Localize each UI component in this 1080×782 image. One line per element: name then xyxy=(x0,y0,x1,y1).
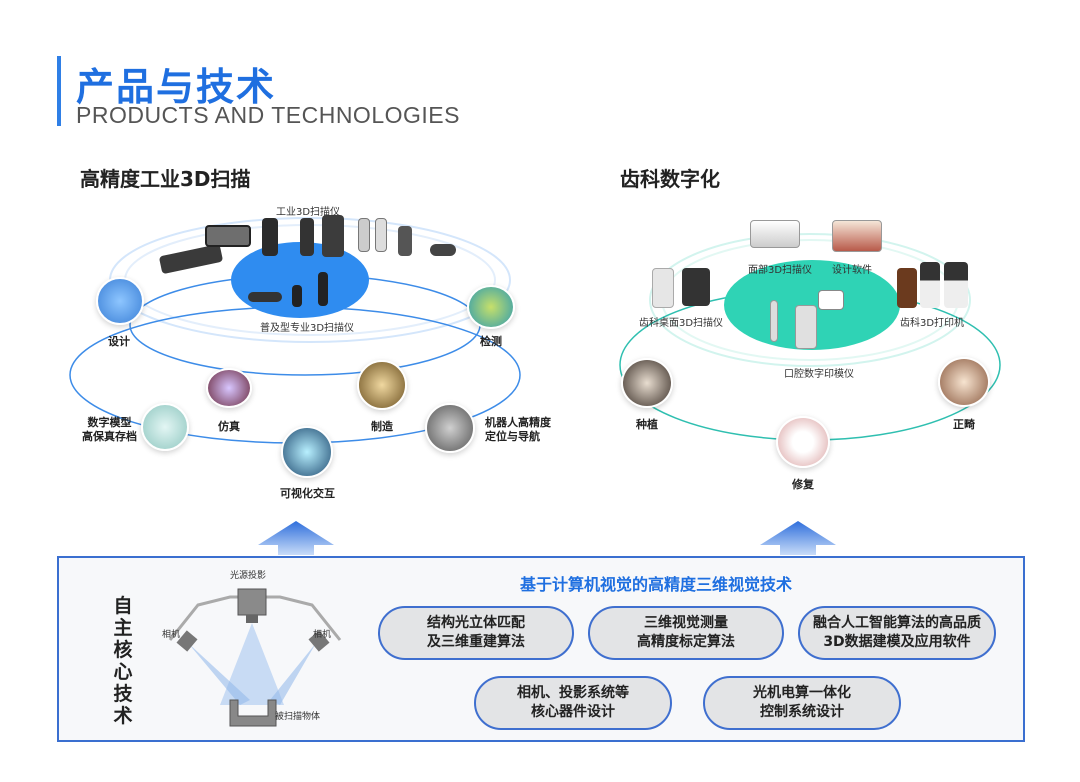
scanner-image xyxy=(292,285,302,307)
design-label: 设计 xyxy=(108,335,130,348)
digital-model-label: 数字模型高保真存档 xyxy=(82,416,137,443)
scanner-image xyxy=(248,292,282,302)
scanned-object-label: 被扫描物体 xyxy=(275,712,321,722)
scanner-image xyxy=(205,225,251,247)
structured-light-diagram xyxy=(168,588,342,727)
design-software-image xyxy=(832,220,882,252)
digital-model-image xyxy=(141,403,189,451)
page-title: 产品与技术 xyxy=(76,65,277,109)
intraoral-image xyxy=(795,305,817,349)
face-scanner-image xyxy=(750,220,800,248)
manufacture-image xyxy=(357,360,407,410)
desktop-scanner-label: 齿科桌面3D扫描仪 xyxy=(639,318,724,329)
printer-image xyxy=(920,262,940,308)
scanner-image xyxy=(262,218,278,256)
inspect-image xyxy=(467,285,515,329)
tech-pill-core-components: 相机、投影系统等核心器件设计 xyxy=(474,676,672,730)
restore-label: 修复 xyxy=(792,478,814,491)
robot-label: 机器人高精度定位与导航 xyxy=(485,416,551,443)
scanner-image xyxy=(318,272,328,306)
camera-left-label: 相机 xyxy=(162,630,181,640)
implant-image xyxy=(621,358,673,408)
right-section-title: 齿科数字化 xyxy=(620,167,720,191)
ortho-image xyxy=(938,357,990,407)
simulate-image xyxy=(206,368,252,408)
intraoral-image xyxy=(818,290,844,310)
ortho-label: 正畸 xyxy=(953,418,975,431)
right-up-arrow xyxy=(760,521,836,555)
implant-label: 种植 xyxy=(636,418,658,431)
entry-scanner-label: 普及型专业3D扫描仪 xyxy=(260,323,355,334)
scanner-image xyxy=(375,218,387,252)
title-accent-bar xyxy=(57,56,61,126)
printer-image xyxy=(897,268,917,308)
left-up-arrow xyxy=(258,521,334,555)
core-tech-heading: 基于计算机视觉的高精度三维视觉技术 xyxy=(520,575,793,594)
industrial-scanner-label: 工业3D扫描仪 xyxy=(276,207,341,218)
intraoral-image xyxy=(770,300,778,342)
camera-right-label: 相机 xyxy=(313,630,332,640)
face-scanner-label: 面部3D扫描仪 xyxy=(748,265,813,276)
desktop-scanner-image xyxy=(652,268,674,308)
tech-pill-control-system: 光机电算一体化控制系统设计 xyxy=(703,676,901,730)
visual-image xyxy=(281,426,333,478)
tech-pill-calibration: 三维视觉测量高精度标定算法 xyxy=(588,606,784,660)
simulate-label: 仿真 xyxy=(218,420,240,433)
inspect-label: 检测 xyxy=(480,335,502,348)
design-image xyxy=(96,277,144,325)
scanner-image xyxy=(430,244,456,256)
printer-label: 齿科3D打印机 xyxy=(900,318,965,329)
manufacture-label: 制造 xyxy=(371,420,393,433)
desktop-scanner-image xyxy=(682,268,710,306)
visual-label: 可视化交互 xyxy=(280,487,335,500)
left-section-title: 高精度工业3D扫描 xyxy=(80,167,251,191)
page-subtitle: PRODUCTS AND TECHNOLOGIES xyxy=(76,102,460,128)
scanner-image xyxy=(300,218,314,256)
printer-image xyxy=(944,262,968,308)
scanner-image xyxy=(398,226,412,256)
scanner-image xyxy=(322,215,344,257)
core-tech-vertical-title: 自主核心技术 xyxy=(113,595,133,727)
tech-pill-structured-light: 结构光立体匹配及三维重建算法 xyxy=(378,606,574,660)
restore-image xyxy=(776,416,830,468)
projector-label: 光源投影 xyxy=(230,571,267,581)
scanner-image xyxy=(358,218,370,252)
robot-image xyxy=(425,403,475,453)
intraoral-label: 口腔数字印模仪 xyxy=(784,369,854,380)
design-software-label: 设计软件 xyxy=(832,265,872,276)
